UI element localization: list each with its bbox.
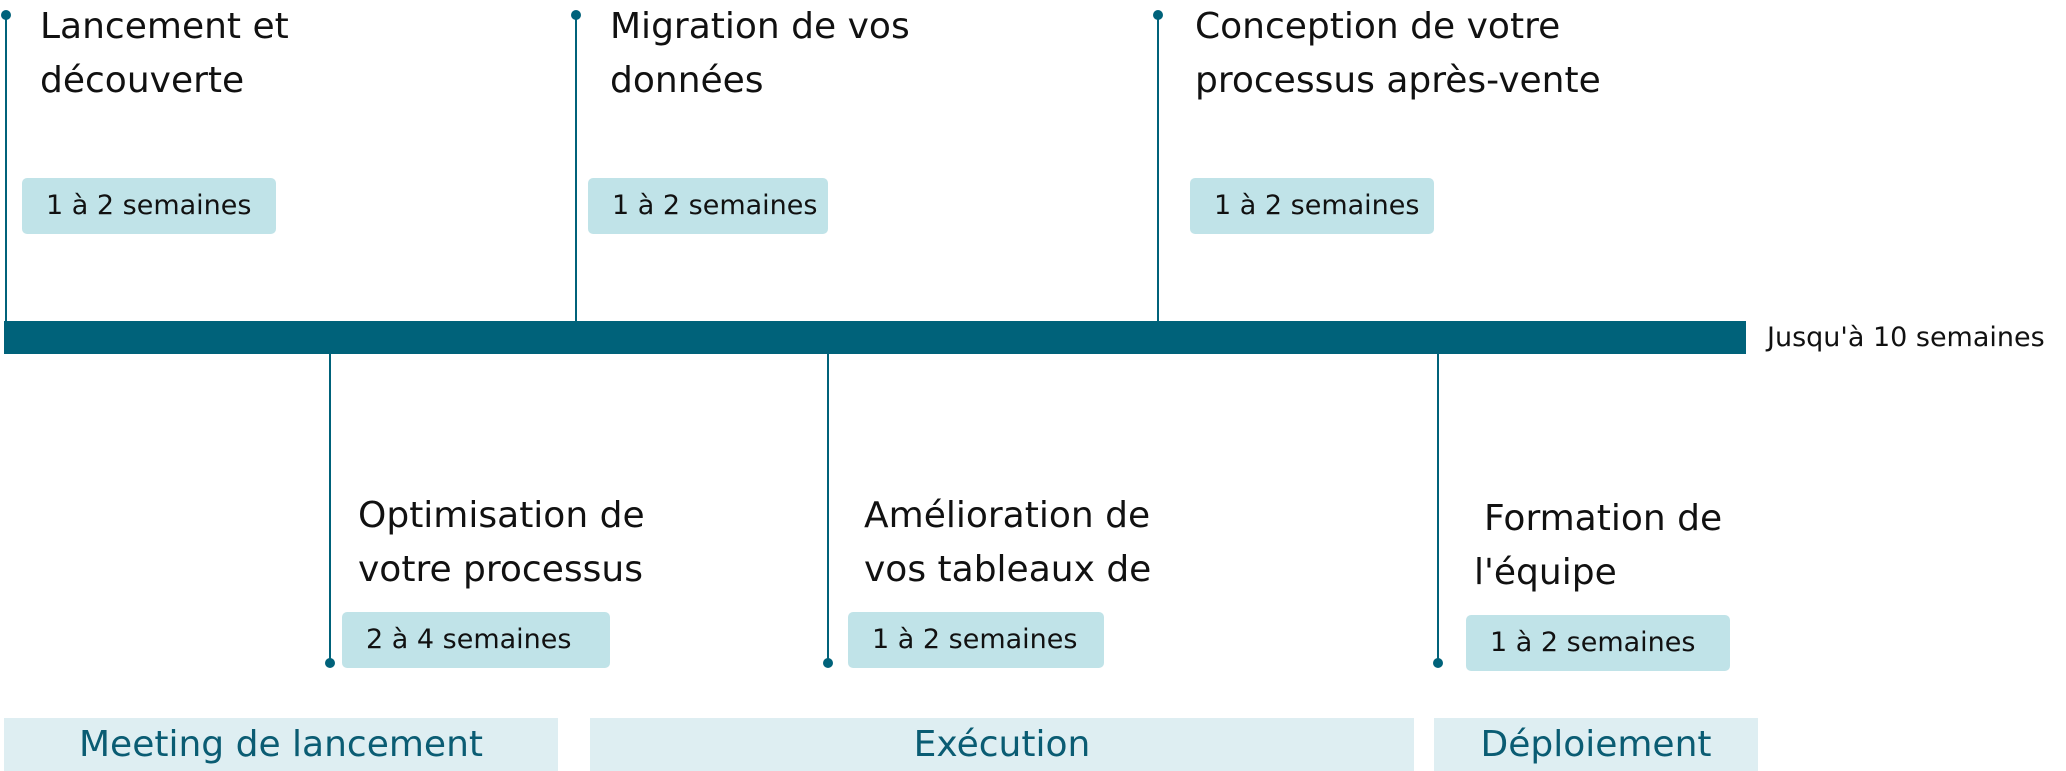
connector-line bbox=[1157, 15, 1159, 321]
connector-dot bbox=[571, 10, 581, 20]
connector-dot bbox=[325, 658, 335, 668]
connector-dot bbox=[1153, 10, 1163, 20]
duration-badge: 1 à 2 semaines bbox=[848, 612, 1104, 668]
step-title: Migration de vos données bbox=[610, 0, 1130, 108]
step-title-line: vos tableaux de bbox=[864, 549, 1152, 590]
duration-badge: 2 à 4 semaines bbox=[342, 612, 610, 668]
duration-badge: 1 à 2 semaines bbox=[22, 178, 276, 234]
step-title-line: Amélioration de bbox=[864, 495, 1151, 536]
duration-badge: 1 à 2 semaines bbox=[1466, 615, 1730, 671]
total-duration-label: Jusqu'à 10 semaines bbox=[1767, 322, 2045, 353]
step-title: Amélioration de vos tableaux de bbox=[864, 489, 1224, 597]
step-title: Lancement et découverte bbox=[40, 0, 560, 108]
connector-line bbox=[1437, 354, 1439, 662]
step-title: Conception de votre processus après-vent… bbox=[1195, 0, 1755, 108]
phase-deploiement: Déploiement bbox=[1434, 718, 1758, 771]
step-title-line: découverte bbox=[40, 60, 245, 101]
step-title-line: processus après-vente bbox=[1195, 60, 1601, 101]
timeline-bar bbox=[4, 321, 1746, 354]
phase-meeting-de-lancement: Meeting de lancement bbox=[4, 718, 558, 771]
step-title: Formation de l'équipe bbox=[1474, 492, 1774, 600]
step-title-line: Migration de vos bbox=[610, 6, 910, 47]
step-title-line: Optimisation de bbox=[358, 495, 645, 536]
connector-dot bbox=[1, 10, 11, 20]
duration-badge: 1 à 2 semaines bbox=[1190, 178, 1434, 234]
connector-line bbox=[575, 15, 577, 321]
step-title-line: données bbox=[610, 60, 764, 101]
step-title-line: votre processus bbox=[358, 549, 643, 590]
phase-execution: Exécution bbox=[590, 718, 1414, 771]
connector-line bbox=[5, 15, 7, 321]
connector-dot bbox=[823, 658, 833, 668]
connector-line bbox=[329, 354, 331, 662]
step-title-line: l'équipe bbox=[1474, 552, 1617, 593]
step-title-line: Lancement et bbox=[40, 6, 289, 47]
connector-line bbox=[827, 354, 829, 662]
step-title: Optimisation de votre processus bbox=[358, 489, 718, 597]
connector-dot bbox=[1433, 658, 1443, 668]
duration-badge: 1 à 2 semaines bbox=[588, 178, 828, 234]
step-title-line: Conception de votre bbox=[1195, 6, 1561, 47]
step-title-line: Formation de bbox=[1484, 498, 1723, 539]
